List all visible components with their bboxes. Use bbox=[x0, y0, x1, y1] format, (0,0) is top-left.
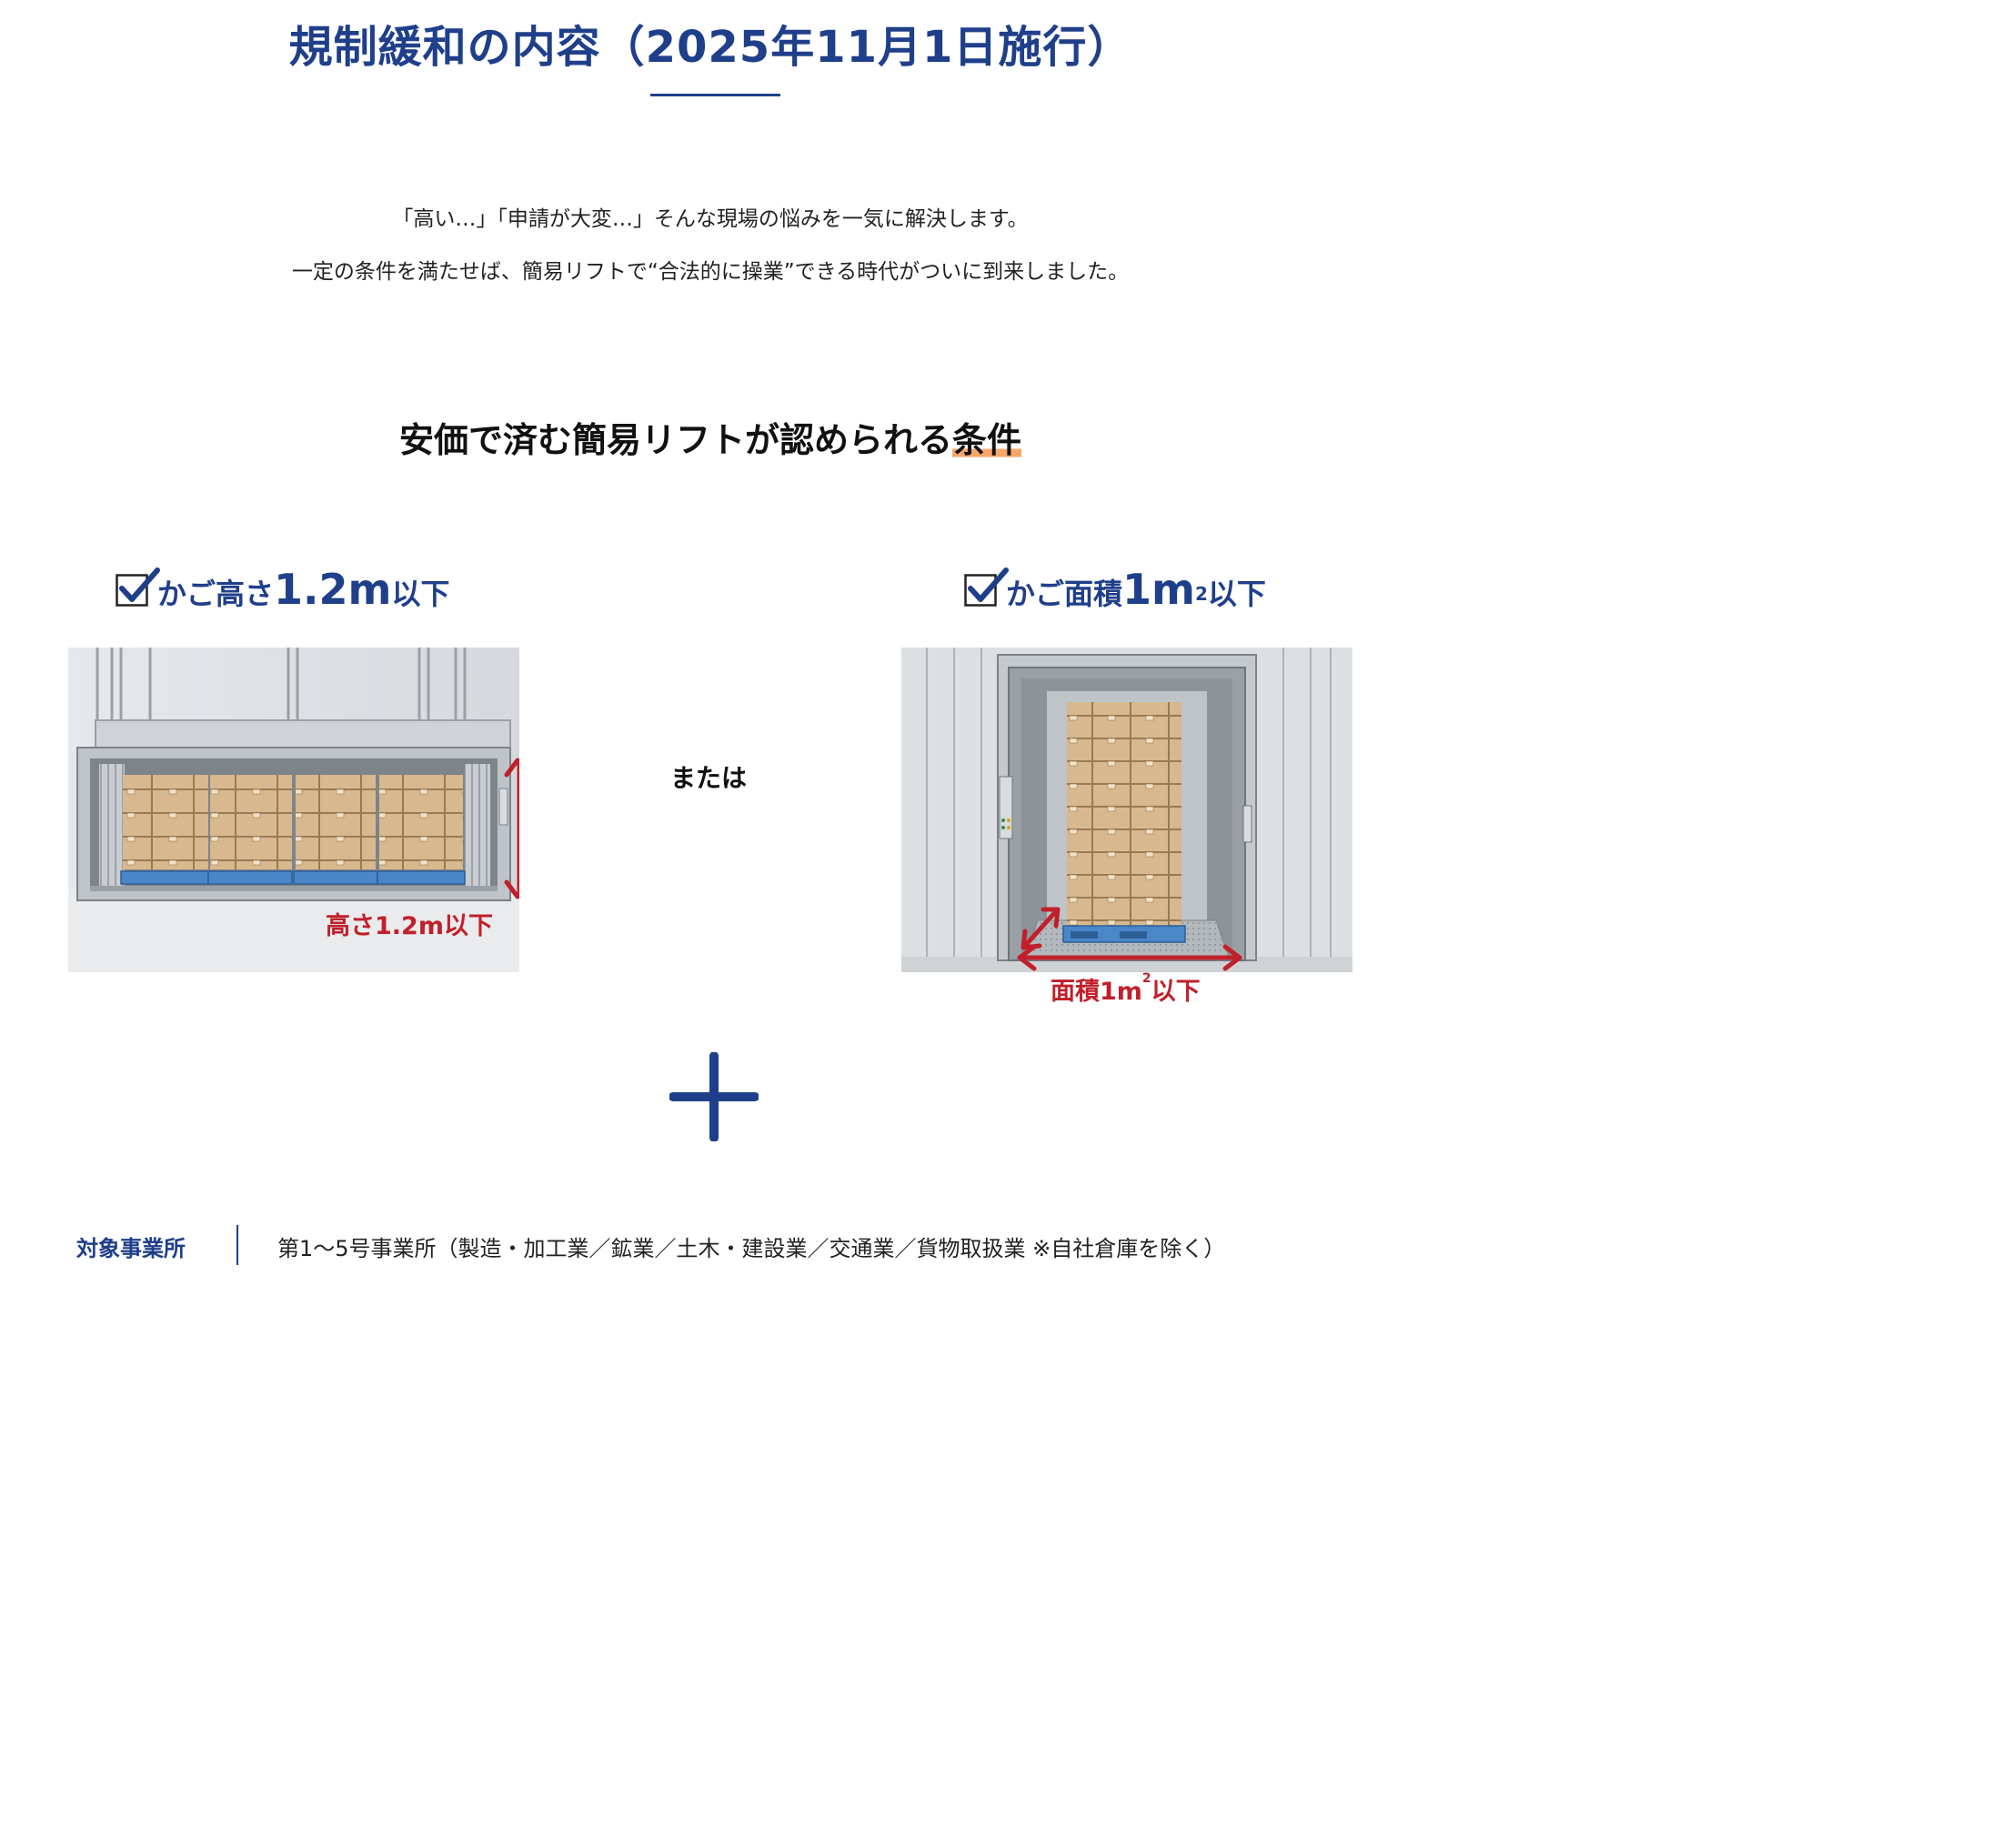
condition-area-prefix: かご面積 bbox=[1006, 577, 1123, 612]
area-dimension-suffix: 以下 bbox=[1151, 978, 1201, 1006]
checkbox-check-icon bbox=[116, 567, 160, 608]
condition-height-value: 1.2m bbox=[274, 565, 392, 614]
checkbox-check-icon bbox=[964, 567, 1009, 608]
height-dimension-label: 高さ1.2m以下 bbox=[326, 912, 493, 940]
title-underline bbox=[650, 94, 780, 96]
conditions-heading-main: 安価で済む簡易リフトが認められる bbox=[398, 420, 952, 460]
conditions-heading-highlight: 条件 bbox=[952, 420, 1022, 460]
intro-line-1: 「高い…」「申請が大変…」そんな現場の悩みを一気に解決します。 bbox=[392, 207, 1029, 231]
low-height-lift-illustration bbox=[68, 648, 519, 972]
target-value: 第1〜5号事業所（製造・加工業／鉱業／土木・建設業／交通業／貨物取扱業 ※自社倉… bbox=[277, 1236, 1226, 1261]
or-separator: または bbox=[670, 763, 748, 793]
area-dimension-prefix: 面積1m bbox=[1051, 978, 1142, 1006]
condition-area-superscript: 2 bbox=[1194, 583, 1208, 606]
small-area-lift-illustration bbox=[901, 648, 1352, 972]
page-title: 規制緩和の内容（2025年11月1日施行） bbox=[288, 22, 1132, 73]
plus-icon bbox=[669, 1052, 759, 1141]
conditions-heading: 安価で済む簡易リフトが認められる条件 bbox=[0, 412, 1421, 462]
condition-area-value: 1m bbox=[1122, 565, 1195, 614]
area-dimension-superscript: 2 bbox=[1141, 971, 1151, 986]
condition-area-suffix: 以下 bbox=[1207, 577, 1266, 612]
condition-height-prefix: かご高さ bbox=[157, 577, 275, 612]
target-divider bbox=[236, 1225, 238, 1265]
area-dimension-label: 面積1m2以下 bbox=[1051, 971, 1201, 1007]
condition-height-suffix: 以下 bbox=[391, 577, 450, 612]
intro-line-2: 一定の条件を満たせば、簡易リフトで“合法的に操業”できる時代がついに到来しました… bbox=[291, 260, 1130, 284]
target-label: 対象事業所 bbox=[76, 1236, 186, 1261]
